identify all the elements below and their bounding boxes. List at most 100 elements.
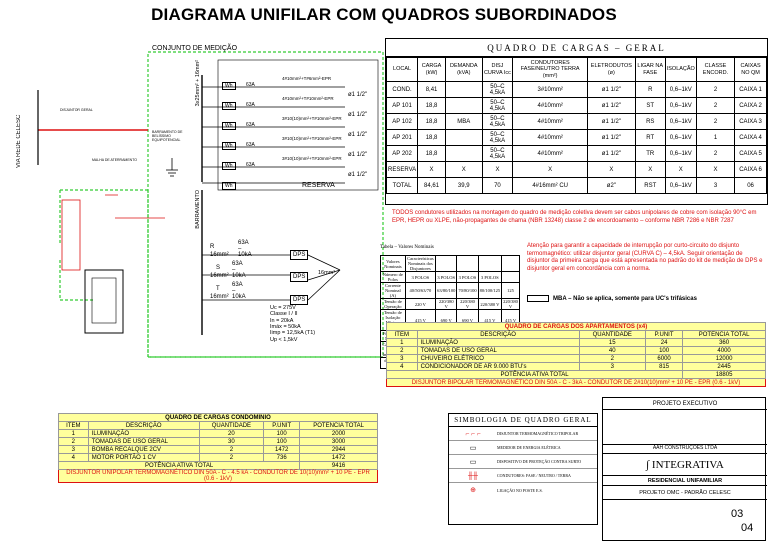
spec-cell: Corrente Nominal (A)	[380, 282, 406, 299]
table-cell: AP 101	[385, 97, 419, 114]
conduit-size: ø1 1/2"	[348, 152, 368, 158]
interruption-note: Atenção para garantir a capacidade de in…	[527, 243, 763, 272]
col-header: DISJ CURVA Icc	[481, 57, 514, 82]
table-cell: 06	[734, 177, 767, 194]
table-cell: AP 202	[385, 145, 419, 162]
conductor-note: TODOS condutores utilizados na montagem …	[392, 210, 757, 224]
table-cell: 0,6–1kV	[664, 145, 697, 162]
general-load-caption: QUADRO DE CARGAS – GERAL	[386, 39, 767, 57]
table-cell: 2944	[299, 445, 378, 454]
breaker-rating: 63A	[246, 102, 255, 108]
table-cell: ILUMINAÇÃO	[87, 429, 200, 438]
table-cell: 0,6–1kV	[664, 113, 697, 130]
breaker-rating: 63A	[246, 142, 255, 148]
table-cell: 360	[682, 338, 766, 347]
table-cell: 0,6–1kV	[664, 81, 697, 98]
meter-box-outline	[217, 59, 379, 191]
mba-box-icon	[527, 295, 549, 302]
symbology-legend: SIMBOLOGIA DE QUADRO GERAL ⌐ ⌐ ⌐DISJUNTO…	[448, 413, 598, 525]
table-cell: 100	[263, 437, 301, 446]
table-cell	[444, 81, 483, 98]
table-cell: X	[444, 161, 483, 178]
table-cell: RS	[634, 113, 666, 130]
table-cell: ø1 1/2"	[586, 145, 636, 162]
ground-path	[59, 189, 149, 357]
spec-cell: 220/380 V	[501, 298, 520, 310]
spec-cell: Número de Polos	[380, 271, 406, 283]
project-name: PROJETO OMC - PADRÃO CELESC	[603, 486, 767, 500]
conductor-symbol-icon: ╫╫	[468, 471, 478, 480]
cable-spec: 4#10mm²+T#10mm²-EPR	[282, 96, 334, 101]
busbar-label: BARRAMENTO	[195, 190, 201, 229]
conduit-size: ø1 1/2"	[348, 132, 368, 138]
table-cell: CAIXA 6	[734, 161, 767, 178]
col-header: P.UNIT	[263, 421, 301, 430]
breaker-rating: 63A	[246, 82, 255, 88]
cable-spec: 3#10(10)mm²+T#10mm²-EPR	[282, 136, 342, 141]
breaker-rating: 63A	[246, 162, 255, 168]
meter-icon: Wh	[222, 82, 236, 90]
table-cell: CAIXA 2	[734, 97, 767, 114]
table-cell: 4#10mm²	[512, 97, 588, 114]
spec-cell: 3 POLOS	[456, 271, 479, 283]
dps-box: DPS	[290, 295, 309, 305]
table-cell: 8,41	[417, 81, 446, 98]
table-cell: ILUMINAÇÃO	[416, 338, 580, 347]
table-cell: 3000	[299, 437, 378, 446]
table-cell: 2000	[299, 429, 378, 438]
table-cell: 0,6–1kV	[664, 97, 697, 114]
table-cell: 50–C 4,5kA	[481, 81, 514, 98]
table-cell: 2445	[682, 362, 766, 371]
table-cell: 2	[695, 113, 736, 130]
col-header: CARGA (kW)	[417, 57, 446, 82]
table-cell: 2	[695, 97, 736, 114]
spec-cell: 80/100/125	[477, 282, 503, 299]
table-cell: ø1 1/2"	[586, 129, 636, 146]
table-cell: 1	[695, 129, 736, 146]
table-cell: RT	[634, 129, 666, 146]
dps-cable-label: 16mm²	[318, 270, 336, 276]
annotation-lines	[105, 194, 165, 219]
small-panel-inner	[91, 277, 117, 324]
spec-cell: 3 POLOS	[477, 271, 503, 283]
table-cell: ø1 1/2"	[586, 113, 636, 130]
table-cell: X	[512, 161, 588, 178]
table-cell: CONDICIONADOR DE AR 9.000 BTU's	[416, 362, 580, 371]
spec-title: Tabela – Valores Nominais	[380, 245, 434, 250]
col-header: DESCRIÇÃO	[87, 421, 200, 430]
company-name: AAH CONSTRUÇÕES LTDA	[603, 445, 767, 454]
col-header: QUANTIDADE	[578, 330, 647, 339]
table-cell: AP 201	[385, 129, 419, 146]
meter-icon: Wh	[222, 182, 236, 190]
table-cell: R	[634, 81, 666, 98]
table-cell: 4#16mm² CU	[512, 177, 588, 194]
table-cell: 0,6–1kV	[664, 129, 697, 146]
cable-spec: 3#10(10)mm²+T#10mm²-EPR	[282, 116, 342, 121]
spec-cell	[501, 255, 520, 272]
table-cell: TR	[634, 145, 666, 162]
table-cell: 18,8	[417, 113, 446, 130]
table-cell: 18,8	[417, 145, 446, 162]
table-cell: 4000	[682, 346, 766, 355]
conduit-size: ø1 1/2"	[348, 172, 368, 178]
col-header: CAIXAS NO QM	[734, 57, 767, 82]
col-header: ITEM	[386, 330, 418, 339]
col-header: QUANTIDADE	[198, 421, 265, 430]
table-cell: 18,8	[417, 129, 446, 146]
col-header: LOCAL	[385, 57, 419, 82]
table-cell: 2	[695, 145, 736, 162]
col-header: DEMANDA (kVA)	[444, 57, 483, 82]
table-cell: 50–C 4,5kA	[481, 145, 514, 162]
table-cell: ø1 1/2"	[586, 97, 636, 114]
table-cell: 20	[198, 429, 265, 438]
total-sheets: 04	[741, 522, 754, 534]
cable-spec: 4#10mm²+T#6mm²-EPR	[282, 76, 332, 81]
